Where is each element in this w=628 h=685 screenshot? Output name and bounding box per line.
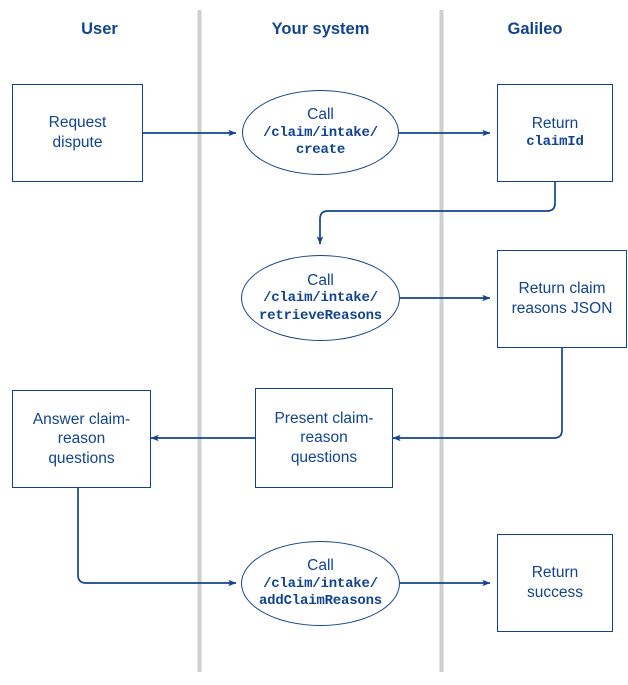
node-present-line-2: reason (300, 429, 348, 447)
lane-title-user: User (81, 20, 118, 38)
lane-title-your-system: Your system (271, 20, 370, 38)
lane-title-galileo: Galileo (507, 20, 563, 38)
node-request-dispute-line-2: dispute (52, 134, 103, 151)
edge-answer-to-add (77, 488, 237, 587)
node-call-retrieve-line-2: /claim/intake/ (263, 290, 378, 307)
node-call-add-claim-reasons[interactable]: Call /claim/intake/ addClaimReasons (241, 541, 400, 626)
node-present-line-1: Present claim- (274, 409, 374, 427)
node-return-claim-reasons-json[interactable]: Return claim reasons JSON (497, 250, 627, 348)
node-call-create-line-2: /claim/intake/ (263, 124, 378, 141)
node-present-claim-reason-questions[interactable]: Present claim- reason questions (255, 388, 393, 488)
node-return-claimid-line-2: claimId (526, 133, 584, 150)
node-request-dispute-line-1: Request (48, 114, 107, 132)
node-call-create-line-3: create (295, 142, 346, 159)
node-return-claimid[interactable]: Return claimId (497, 84, 613, 182)
node-call-add-line-2: /claim/intake/ (263, 575, 378, 592)
node-present-line-3: questions (290, 448, 358, 466)
node-answer-line-3: questions (48, 449, 115, 467)
node-call-add-line-3: addClaimReasons (258, 593, 383, 610)
node-return-json-line-2: reasons JSON (511, 300, 613, 317)
node-call-create-line-1: Call (307, 106, 334, 124)
edge-json-to-present (392, 348, 563, 442)
node-return-claimid-line-1: Return (531, 115, 579, 133)
node-return-success-line-2: success (527, 584, 583, 601)
node-answer-line-1: Answer claim- (32, 410, 131, 428)
node-call-retrieve-reasons[interactable]: Call /claim/intake/ retrieveReasons (241, 255, 400, 341)
node-call-add-line-1: Call (307, 557, 334, 575)
edge-claimid-to-retrieve (316, 182, 556, 245)
node-answer-claim-reason-questions[interactable]: Answer claim- reason questions (12, 390, 151, 488)
node-call-retrieve-line-1: Call (307, 271, 334, 289)
node-request-dispute[interactable]: Request dispute (12, 84, 143, 182)
node-return-success-line-1: Return (531, 564, 579, 582)
node-return-success[interactable]: Return success (497, 534, 613, 632)
node-call-create[interactable]: Call /claim/intake/ create (242, 90, 399, 175)
node-return-json-line-1: Return claim (518, 280, 606, 298)
node-answer-line-2: reason (57, 430, 106, 448)
node-call-retrieve-line-3: retrieveReasons (258, 307, 383, 324)
